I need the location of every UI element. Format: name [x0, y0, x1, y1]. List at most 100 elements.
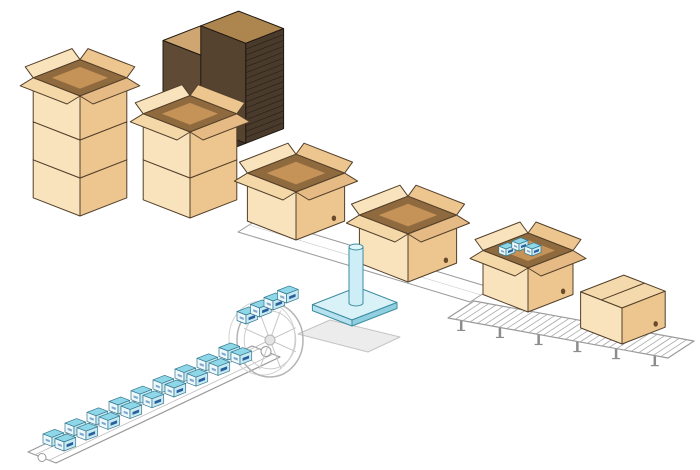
roller: [638, 335, 665, 354]
product-label-side: [280, 295, 285, 299]
lid-seam: [601, 282, 645, 301]
box-interior-floor: [266, 161, 326, 185]
blank-edge-line: [245, 81, 284, 97]
hand-hole: [443, 257, 449, 264]
roller-conveyor: [447, 300, 695, 367]
blank-edge-line: [245, 104, 284, 121]
open-box-filling: [469, 221, 587, 313]
flap-front-left: [233, 172, 297, 201]
product-label: [66, 441, 74, 448]
product-label: [262, 307, 269, 314]
blank-edge-line: [245, 75, 284, 91]
open-box-stack-mid: [129, 84, 251, 179]
flap-front-left: [19, 77, 81, 105]
machine-column: [348, 243, 364, 307]
sealed-box: [580, 274, 666, 345]
roller: [491, 308, 519, 327]
product-label: [275, 300, 283, 307]
blank-edge-line: [245, 98, 284, 115]
flap-front-right: [527, 250, 587, 277]
blank-edge-line: [245, 40, 284, 56]
wheel-hub: [264, 334, 276, 346]
product-label-side: [111, 406, 116, 410]
column-body: [348, 246, 364, 307]
product-label: [88, 431, 96, 437]
product-label-side: [155, 384, 160, 389]
product-label-side: [101, 421, 106, 426]
product-label-side: [145, 400, 150, 404]
roller: [513, 312, 541, 331]
flap-front-right: [79, 77, 141, 105]
roller: [462, 303, 489, 322]
product-label: [220, 366, 228, 372]
belt-end-roller: [37, 453, 47, 462]
blank-edge-line: [245, 63, 284, 79]
blank-edge-line: [245, 69, 284, 85]
sheet-surface: [297, 319, 401, 353]
blank-edge-line: [245, 110, 284, 126]
conveyor-products: [42, 342, 253, 452]
product-label-side: [123, 410, 128, 415]
open-box-stack-left: [19, 48, 141, 141]
product-label: [289, 293, 296, 300]
box-interior-floor: [161, 102, 219, 125]
product-label-side: [45, 438, 50, 443]
roller: [455, 301, 482, 320]
roller: [557, 320, 585, 339]
roller: [623, 332, 651, 351]
roller: [550, 319, 577, 338]
product-label: [248, 314, 256, 321]
flap-front-left: [469, 250, 529, 277]
product-label: [198, 377, 206, 383]
blank-edge-line: [245, 51, 284, 68]
product-label-side: [211, 367, 216, 372]
product-label: [521, 243, 526, 249]
blank-edge-line: [245, 122, 284, 138]
product-label-side: [527, 249, 531, 253]
face-right: [621, 290, 666, 345]
open-box-line-2: [345, 184, 471, 283]
roller: [469, 304, 497, 323]
roller: [528, 315, 555, 334]
product-label-side: [221, 352, 226, 356]
hand-hole: [560, 288, 566, 295]
roller: [521, 313, 548, 332]
column-top: [348, 243, 364, 251]
blank-edge-line: [245, 57, 284, 73]
product-label-side: [167, 389, 172, 393]
hand-hole: [653, 321, 658, 327]
blank-edge-line: [245, 87, 284, 103]
roller: [660, 339, 687, 358]
product-label: [154, 398, 162, 405]
blank-edge-line: [245, 116, 284, 132]
roller: [477, 305, 504, 324]
blank-edge-line: [245, 93, 284, 109]
flap-front-right: [407, 214, 471, 243]
flap-front-right: [295, 172, 359, 201]
box-interior-floor: [378, 203, 438, 227]
roller: [506, 311, 533, 330]
product-label-side: [199, 363, 204, 367]
product-label-side: [67, 427, 72, 432]
open-box-line-1: [233, 142, 359, 241]
flap-front-left: [129, 113, 191, 141]
product-label-side: [89, 417, 94, 421]
flap-front-right: [189, 113, 251, 141]
blank-edge-line: [245, 34, 284, 50]
product-label-side: [501, 249, 505, 253]
roller: [499, 309, 526, 328]
product-label: [534, 248, 539, 254]
product-label-side: [57, 443, 62, 447]
product-label: [242, 355, 250, 361]
product-label-side: [266, 302, 271, 306]
face-right: [351, 302, 398, 327]
roller: [543, 317, 570, 336]
product-label: [132, 409, 140, 415]
machine-base-sheet: [297, 319, 401, 353]
flap-front-left: [345, 214, 409, 243]
face-right: [245, 28, 285, 144]
product-label-side: [79, 432, 84, 437]
belt-rail: [48, 353, 274, 461]
product-label-side: [514, 244, 518, 248]
